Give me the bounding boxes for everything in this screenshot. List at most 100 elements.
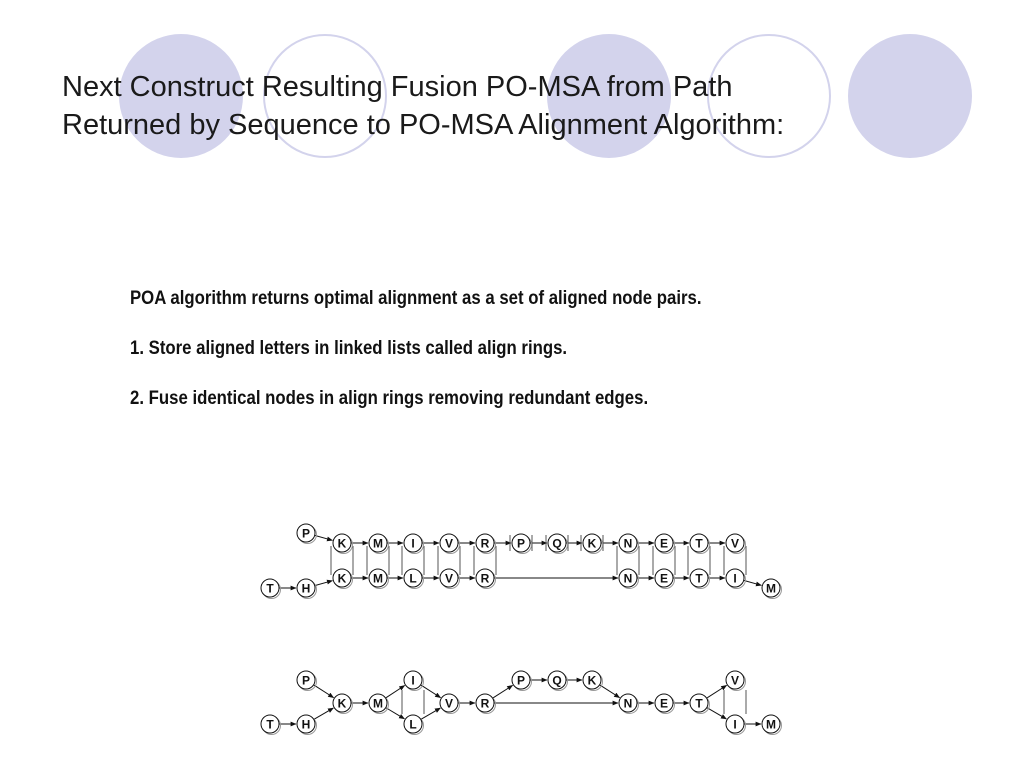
svg-text:P: P [517, 536, 525, 550]
svg-text:V: V [731, 536, 739, 550]
svg-text:K: K [338, 536, 347, 550]
svg-text:R: R [481, 536, 490, 550]
align-ring [652, 546, 676, 575]
edge-fused [313, 684, 335, 699]
edge-seq2 [314, 579, 333, 587]
circle-row [119, 34, 972, 158]
node-seq1: N [618, 533, 639, 554]
align-ring-single [545, 535, 569, 551]
node-fused: V [439, 693, 460, 714]
node-seq2: M [761, 578, 782, 599]
svg-text:L: L [409, 571, 416, 585]
deco-circle-filled [119, 34, 243, 158]
svg-text:T: T [695, 696, 703, 710]
svg-text:R: R [481, 696, 490, 710]
svg-text:M: M [373, 571, 383, 585]
svg-text:R: R [481, 571, 490, 585]
svg-text:P: P [517, 673, 525, 687]
node-seq1: P [296, 523, 317, 544]
node-seq1: E [654, 533, 675, 554]
node-fused: T [260, 714, 281, 735]
align-ring [366, 546, 390, 575]
svg-text:N: N [624, 696, 633, 710]
edge-fused [420, 684, 442, 699]
svg-text:H: H [302, 717, 311, 731]
edge-fused [492, 684, 514, 699]
svg-text:I: I [733, 717, 736, 731]
node-seq2: H [296, 578, 317, 599]
node-seq2: R [475, 568, 496, 589]
svg-text:M: M [373, 696, 383, 710]
align-ring [616, 546, 640, 575]
node-fused: H [296, 714, 317, 735]
svg-text:E: E [660, 536, 668, 550]
edge-seq2 [743, 579, 762, 587]
svg-text:P: P [302, 526, 310, 540]
svg-text:V: V [445, 536, 453, 550]
edge-fused [706, 707, 727, 720]
node-seq1: I [403, 533, 424, 554]
svg-text:T: T [266, 717, 274, 731]
edge-fused [313, 707, 334, 720]
deco-circle-filled [848, 34, 972, 158]
node-seq1: K [582, 533, 603, 554]
node-seq1: Q [547, 533, 568, 554]
node-seq2: K [332, 568, 353, 589]
svg-text:V: V [731, 673, 739, 687]
edge-fused [420, 707, 441, 720]
node-fused: K [582, 670, 603, 691]
svg-text:E: E [660, 571, 668, 585]
node-fused: I [403, 670, 424, 691]
node-seq2: N [618, 568, 639, 589]
node-fused: K [332, 693, 353, 714]
svg-text:I: I [411, 536, 414, 550]
node-seq2: L [403, 568, 424, 589]
svg-text:I: I [411, 673, 414, 687]
svg-text:T: T [695, 571, 703, 585]
svg-text:H: H [302, 581, 311, 595]
svg-text:K: K [338, 696, 347, 710]
point-step-1: 1. Store aligned letters in linked lists… [130, 337, 568, 359]
node-fused: I [725, 714, 746, 735]
align-ring [723, 546, 747, 575]
svg-text:N: N [624, 536, 633, 550]
svg-text:M: M [766, 717, 776, 731]
node-fused: L [403, 714, 424, 735]
node-fused: M [368, 693, 389, 714]
node-fused: T [689, 693, 710, 714]
decorative-circles [119, 34, 972, 158]
node-seq1: P [511, 533, 532, 554]
deco-circle-outline [263, 34, 387, 158]
point-step-2: 2. Fuse identical nodes in align rings r… [130, 387, 649, 409]
edge-fused [385, 685, 406, 699]
svg-text:M: M [373, 536, 383, 550]
svg-text:T: T [266, 581, 274, 595]
svg-text:K: K [588, 673, 597, 687]
node-fused: P [296, 670, 317, 691]
node-fused: R [475, 693, 496, 714]
svg-text:L: L [409, 717, 416, 731]
node-seq1: K [332, 533, 353, 554]
node-fused: P [511, 670, 532, 691]
align-ring [473, 546, 497, 575]
align-ring-single [580, 535, 604, 551]
node-fused: N [618, 693, 639, 714]
bullet-list: POA algorithm returns optimal alignment … [130, 282, 990, 432]
node-fused: M [761, 714, 782, 735]
svg-text:E: E [660, 696, 668, 710]
align-ring-vi [723, 690, 747, 714]
svg-text:K: K [588, 536, 597, 550]
svg-text:Q: Q [552, 673, 561, 687]
deco-circle-filled [547, 34, 671, 158]
align-ring [437, 546, 461, 575]
edge-seq1 [314, 534, 333, 542]
align-ring-single [509, 535, 533, 551]
node-fused: E [654, 693, 675, 714]
node-seq1: T [689, 533, 710, 554]
align-ring [687, 546, 711, 575]
node-seq1: M [368, 533, 389, 554]
node-seq2: E [654, 568, 675, 589]
node-seq2: I [725, 568, 746, 589]
svg-text:V: V [445, 571, 453, 585]
